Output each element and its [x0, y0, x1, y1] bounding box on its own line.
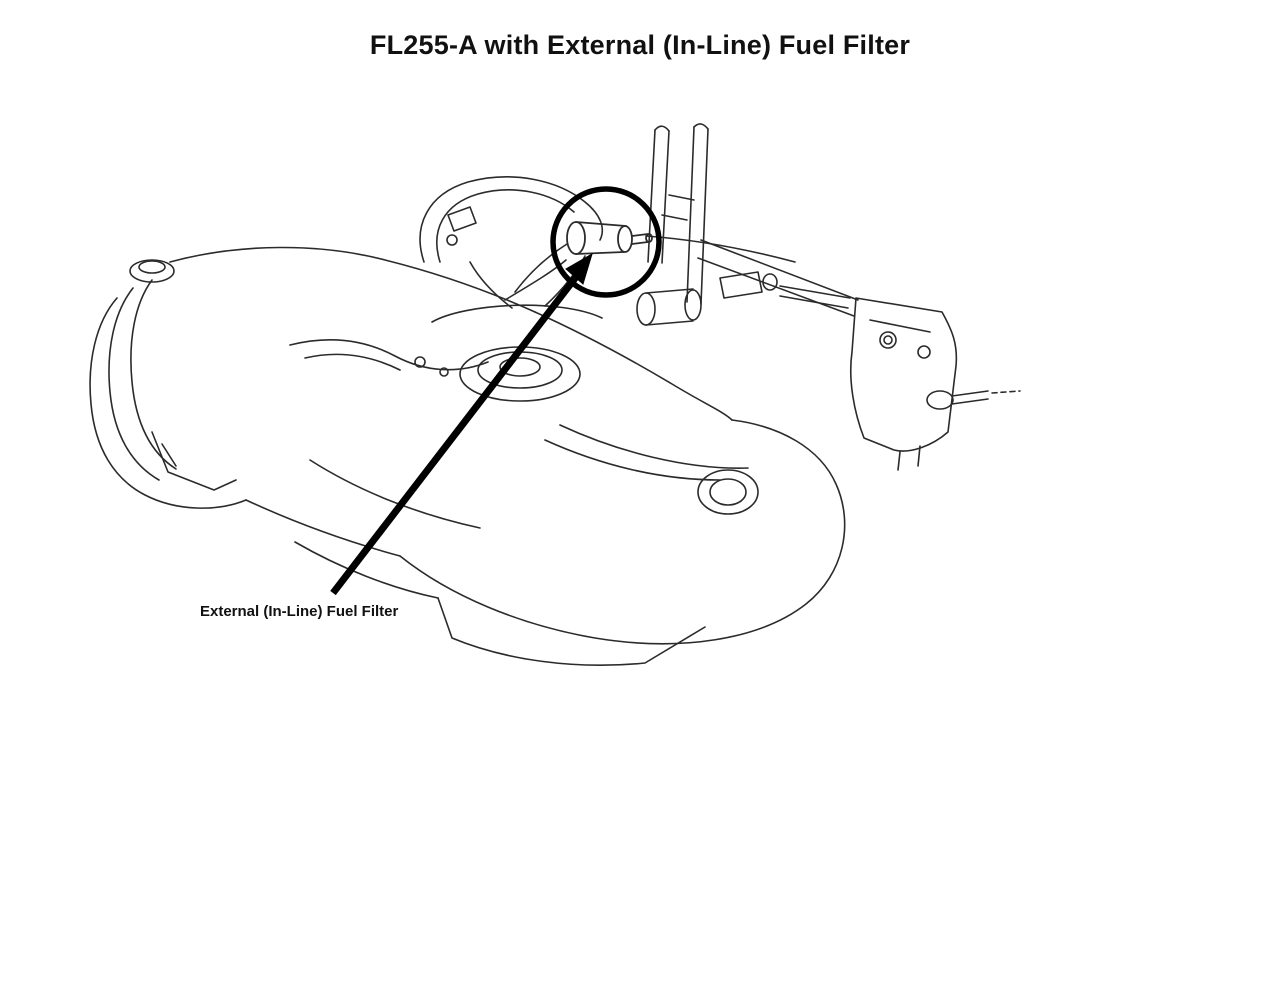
arrowhead-icon: [565, 252, 593, 285]
callout-label: External (In-Line) Fuel Filter: [200, 603, 399, 620]
mounting-bracket: [849, 297, 958, 452]
filler-cap-icon: [129, 259, 175, 283]
fuel-filter-cylinder: [566, 221, 653, 255]
frame-members: [647, 123, 859, 317]
top-hoses: [289, 176, 604, 377]
right-assembly: [636, 271, 1021, 471]
callout-arrow: [330, 252, 593, 596]
fuel-line: [645, 235, 796, 263]
highlight-circle: [550, 186, 662, 298]
diagram-title: FL255-A with External (In-Line) Fuel Fil…: [369, 30, 911, 60]
